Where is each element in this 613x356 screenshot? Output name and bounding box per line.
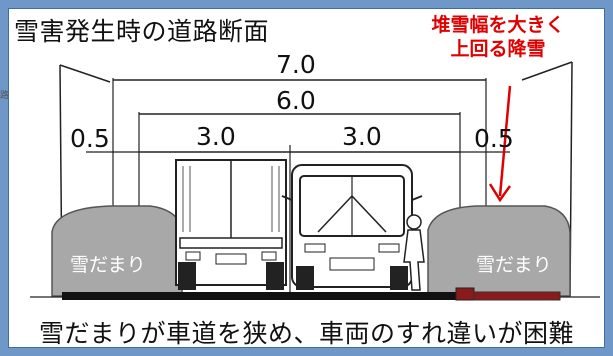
diagram-title: 雪害発生時の道路断面: [14, 17, 270, 46]
dim-label-lane-left: 3.0: [196, 122, 236, 151]
dim-label-shoulder-right: 0.5: [474, 124, 514, 153]
callout-line-1: 堆雪幅を大きく: [431, 14, 565, 36]
snowfall-callout: 堆雪幅を大きく 上回る降雪: [423, 13, 573, 61]
callout-arrow: [488, 85, 512, 203]
dim-label-total: 7.0: [276, 50, 316, 79]
bus-illustration: [281, 164, 423, 290]
dim-label-shoulder-left: 0.5: [70, 124, 110, 153]
road-surface: [62, 292, 460, 300]
frame-inner-edge: [8, 8, 605, 348]
snow-pile-left-label: 雪だまり: [70, 254, 146, 276]
road-red-segment: [455, 287, 475, 301]
diagram-caption: 雪だまりが車道を狭め、車両のすれ違いが困難: [38, 319, 574, 348]
callout-line-2: 上回る降雪: [450, 38, 546, 60]
snow-pile-right: [427, 205, 571, 297]
truck-illustration: [175, 159, 287, 290]
dim-label-lane-right: 3.0: [342, 122, 382, 151]
snow-pile-right-label: 雪だまり: [476, 254, 552, 276]
dim-label-roadway: 6.0: [276, 86, 316, 115]
right-wall-slope: [521, 61, 573, 81]
pedestrian-figure: [403, 214, 425, 291]
road-red-extension: [473, 291, 561, 301]
edge-text-fragment: 路: [0, 91, 10, 101]
left-wall-slope: [59, 64, 111, 83]
